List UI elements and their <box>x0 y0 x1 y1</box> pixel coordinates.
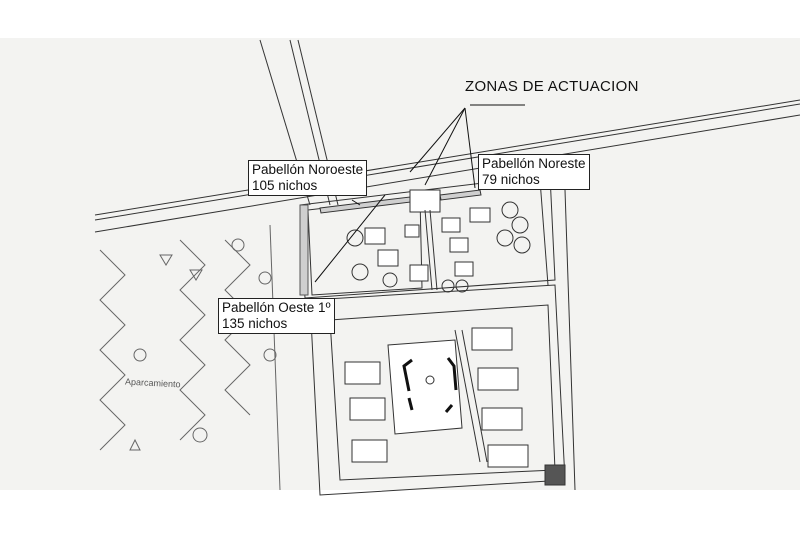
leader-lines <box>314 104 525 283</box>
central-plaza <box>387 339 463 435</box>
zona-noroeste <box>319 196 412 214</box>
zona-noreste <box>439 189 482 201</box>
zona-oeste <box>299 204 309 296</box>
label-pabellon-oeste: Pabellón Oeste 1º 135 nichos <box>218 298 335 334</box>
pavilion-name: Pabellón Noroeste <box>252 162 364 177</box>
zones-title: ZONAS DE ACTUACION <box>465 78 639 95</box>
parking-area <box>99 224 281 491</box>
niche-count: 135 nichos <box>222 316 288 331</box>
niche-count: 105 nichos <box>252 178 318 193</box>
label-pabellon-noreste: Pabellón Noreste 79 nichos <box>478 154 590 190</box>
label-pabellon-noroeste: Pabellón Noroeste 105 nichos <box>248 160 368 196</box>
niche-count: 79 nichos <box>482 172 540 187</box>
cemetery-lower-block <box>309 284 566 496</box>
pavilion-name: Pabellón Noreste <box>482 156 586 171</box>
cemetery-upper-block <box>299 174 576 491</box>
pavilion-name: Pabellón Oeste 1º <box>222 300 331 315</box>
road-lines <box>94 39 800 233</box>
